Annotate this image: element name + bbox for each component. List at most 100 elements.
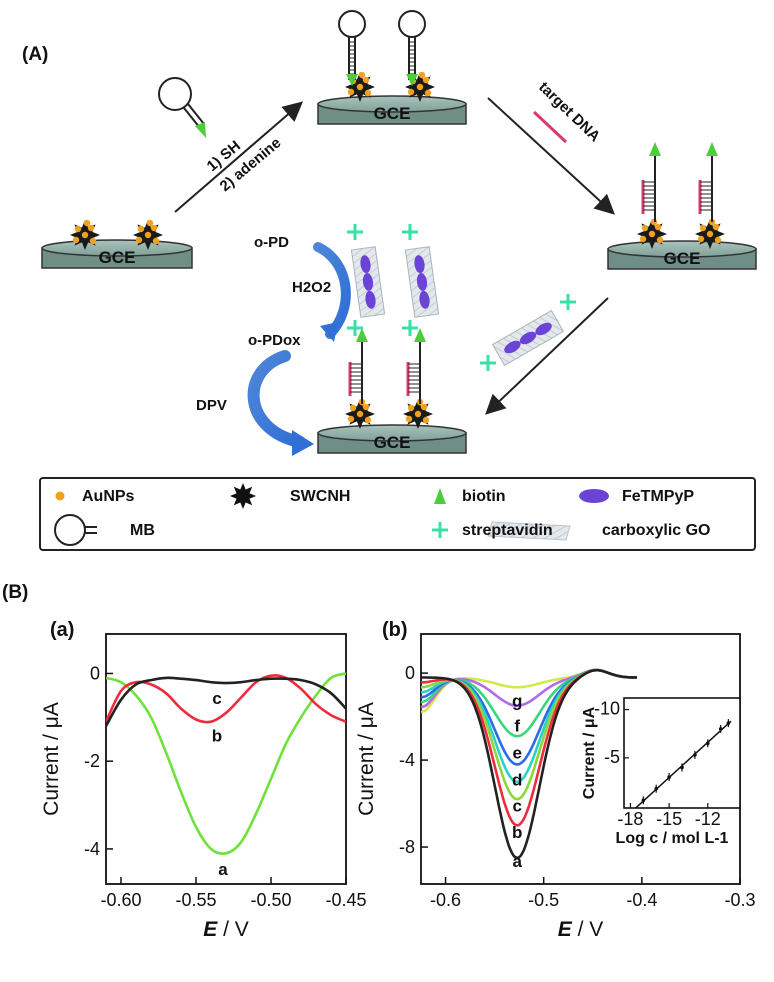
aunp-dot [712, 223, 720, 231]
hairpin-loop [158, 77, 192, 111]
aunp-dot [89, 237, 97, 245]
aunp-dot [422, 76, 430, 84]
fetmpyp-legend-icon [579, 489, 609, 503]
curve-label-a: a [512, 852, 522, 871]
aunp-dot [349, 404, 357, 412]
electrode-top [317, 95, 467, 113]
biotin-mark [406, 74, 418, 86]
curve-label-f: f [514, 716, 520, 735]
inset-point [718, 727, 723, 731]
free-sheet-group [480, 294, 576, 371]
x-tick-label: -0.5 [528, 890, 559, 910]
biotin-mark [706, 142, 718, 156]
inset-x-tick-label: -15 [656, 809, 682, 829]
aunp-dot [414, 410, 422, 418]
inset-point [726, 721, 731, 725]
chart-a-panel-label: (a) [50, 619, 74, 641]
electrode-labeled: GCE [317, 224, 467, 454]
curve-label-d: d [512, 771, 522, 790]
biotin-mark [346, 74, 358, 86]
curve-label-c: c [212, 689, 221, 708]
aunp-dot [639, 235, 647, 243]
legend-item-label: FeTMPyP [622, 488, 694, 505]
inset-point [705, 741, 710, 746]
aunp-dot [641, 224, 649, 232]
aunp-dot [407, 404, 415, 412]
x-tick-label: -0.4 [626, 890, 657, 910]
y-tick-label: -8 [399, 837, 415, 857]
inset-x-tick-label: -18 [617, 809, 643, 829]
legend-frame [39, 477, 756, 551]
arrow-step-1 [174, 101, 304, 213]
chart-a-frame [105, 633, 347, 885]
aunp-dot [135, 236, 143, 244]
x-tick-label: -0.45 [325, 890, 366, 910]
fetmpyp-mark [362, 273, 374, 291]
aunp-dot [362, 403, 370, 411]
x-tick-label: -0.6 [430, 890, 461, 910]
aunp-dot [137, 225, 145, 233]
electrode-label: GCE [99, 248, 136, 267]
aunp-dot [144, 231, 152, 239]
curve-label-g: g [512, 691, 522, 710]
aunp-dot [87, 224, 95, 232]
electrode-top [317, 424, 467, 442]
biotin-mark [195, 122, 206, 138]
curve-b [106, 674, 346, 724]
dpv-arrowhead [292, 430, 314, 456]
curve-label-b: b [512, 823, 522, 842]
go-legend-icon [487, 521, 571, 541]
fetmpyp-mark [504, 340, 521, 354]
legend-item-label: biotin [462, 488, 506, 505]
legend-item-label: SWCNH [290, 488, 350, 505]
aunp-dot [699, 224, 707, 232]
legend-item-label: AuNPs [82, 488, 135, 505]
swcnh-legend-icon [230, 483, 256, 509]
aunp-dot [405, 415, 413, 423]
aunp-dot [358, 71, 366, 79]
x-axis-title: E / V [203, 918, 249, 941]
aunp-dot [656, 236, 664, 244]
electrode-top [607, 240, 757, 258]
curve-label-e: e [512, 743, 521, 762]
fetmpyp-mark [416, 273, 428, 291]
catalysis-arrowhead [320, 322, 338, 342]
y-tick-label: 0 [405, 663, 415, 683]
aunp-dot [364, 416, 372, 424]
arrow-step-3 [485, 297, 609, 415]
aunp-dot [72, 236, 80, 244]
inset-point [654, 786, 659, 791]
fetmpyp-mark [365, 290, 376, 309]
curve-label-c: c [512, 797, 521, 816]
biotin-mark [356, 328, 368, 342]
aunp-legend-icon [55, 491, 65, 501]
curve-label-a: a [218, 860, 228, 879]
curve-c [421, 668, 637, 801]
aunp-dot [364, 89, 372, 97]
y-axis-title: Current / μA [355, 702, 378, 816]
opdox-label: o-PDox [248, 332, 301, 349]
arrow-step-2 [487, 97, 615, 215]
aunp-dot [420, 403, 428, 411]
legend-item-label: carboxylic GO [602, 522, 711, 539]
legend-item-label: MB [130, 522, 155, 539]
y-tick-label: 0 [90, 663, 100, 683]
inset-x-tick-label: -12 [695, 809, 721, 829]
aunp-dot [152, 237, 160, 245]
inset-y-title: Current / μA [581, 706, 598, 799]
hairpin-loop [338, 10, 366, 38]
aunp-dot [422, 416, 430, 424]
electrode-label: GCE [664, 249, 701, 268]
y-axis-title: Current / μA [40, 702, 63, 816]
curve-a [106, 672, 346, 855]
hairpin-loop [398, 10, 426, 38]
electrode-top [41, 239, 193, 257]
aunp-dot [150, 224, 158, 232]
fetmpyp-mark [360, 255, 371, 274]
panel-b-label: (B) [2, 582, 28, 603]
inset-point [641, 798, 646, 803]
aunp-dot [416, 83, 424, 91]
